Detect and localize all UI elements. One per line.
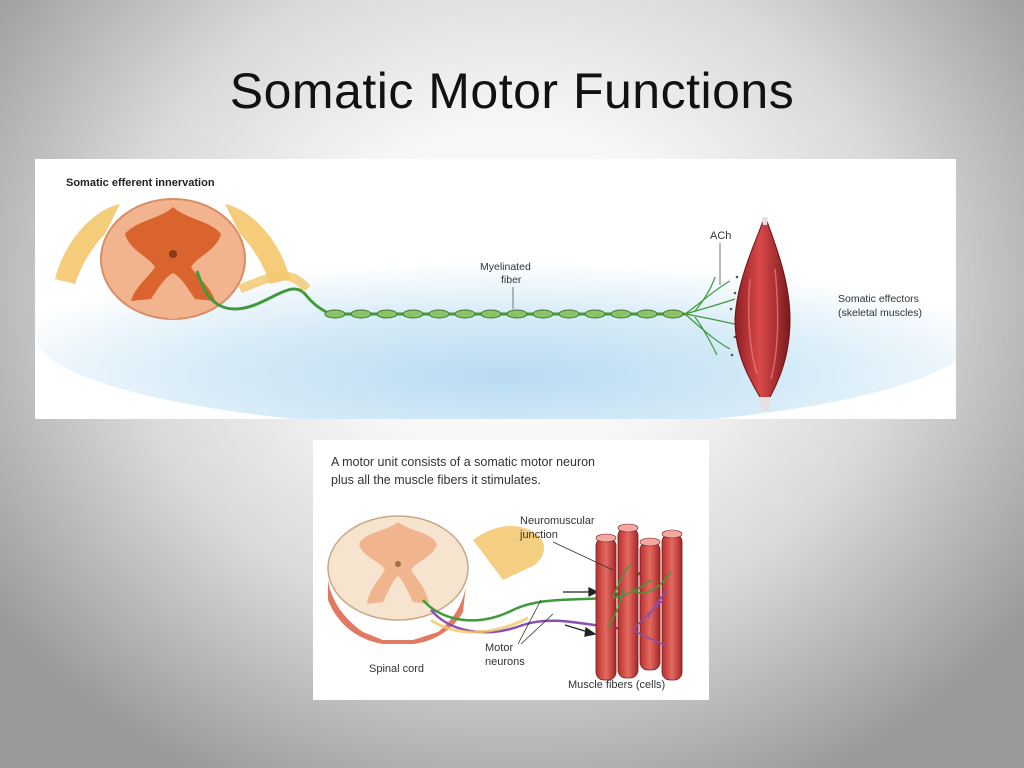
nerve-root [238,271,311,294]
label-somatic-effectors: Somatic effectors [838,293,919,305]
label-muscle-fibers: Muscle fibers (cells) [568,679,665,691]
direction-arrows [563,586,599,637]
motor-axon [195,270,685,316]
label-neurons: neurons [485,656,525,668]
slide-title: Somatic Motor Functions [229,63,795,119]
caption-line-1: A motor unit consists of a somatic motor… [331,455,595,469]
label-ach: ACh [710,230,731,242]
label-neuromuscular: Neuromuscular [520,515,595,527]
label-motor: Motor [485,642,513,654]
label-myelinated: Myelinated [480,261,531,273]
muscle-fibers [595,523,683,681]
somatic-efferent-diagram: Somatic efferent innervation [35,159,956,419]
motor-neuron-yellow [430,616,529,634]
spinal-cord-cross-section [55,198,290,320]
spinal-cord [327,515,545,644]
leader-motor-2 [520,613,554,645]
nmj-branches-purple [632,589,668,646]
top-figure-heading: Somatic efferent innervation [66,177,215,189]
myelin-sheath-segments [324,309,684,319]
label-skeletal-muscles: (skeletal muscles) [838,307,922,319]
label-spinal-cord: Spinal cord [369,663,424,675]
label-fiber: fiber [501,274,522,286]
motor-unit-diagram: A motor unit consists of a somatic motor… [313,440,709,700]
caption-line-2: plus all the muscle fibers it stimulates… [331,473,541,487]
label-junction: junction [519,529,558,541]
axon-terminal-branches [684,276,736,356]
motor-neuron-green [422,569,644,622]
motor-neuron-purple [430,609,634,634]
leader-nmj [552,541,614,571]
nmj-branches-green [606,563,672,629]
leader-motor-1 [517,599,542,645]
skeletal-muscle [734,217,791,411]
